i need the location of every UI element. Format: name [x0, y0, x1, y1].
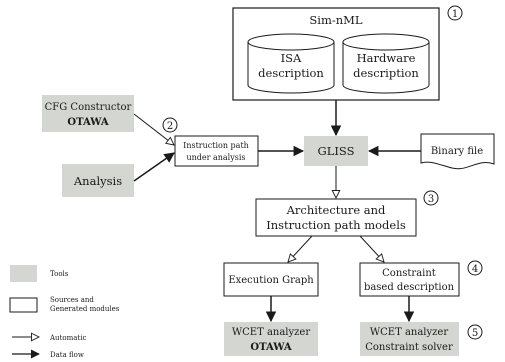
binary-file-document: Binary file [420, 133, 495, 170]
arrow-arch-to-execgraph [288, 235, 313, 262]
isa-line1: ISA [281, 51, 302, 65]
cfg-line1: CFG Constructor [45, 102, 132, 113]
legend-automatic-label: Automatic [49, 334, 86, 342]
legend-dataflow: Data flow [12, 349, 84, 359]
wcet-cs-badge: 5 [467, 324, 483, 340]
legend-sources-line1: Sources and [50, 296, 94, 304]
legend: Tools Sources and Generated modules Auto… [9, 265, 120, 359]
constraint-description-box: Constraint based description [359, 262, 460, 297]
wcet-otawa-tool: WCET analyzer OTAWA [224, 322, 318, 356]
constraint-line1: Constraint [382, 268, 436, 279]
binary-label: Binary file [431, 146, 483, 157]
instruction-path-box: Instruction path under analysis [174, 135, 259, 167]
arrow-arch-to-constraint [359, 235, 384, 262]
gliss-label: GLISS [318, 144, 355, 158]
hardware-description-cylinder: Hardware description [342, 33, 430, 94]
arch-line1: Architecture and [286, 203, 386, 217]
cfg-line2: OTAWA [67, 117, 108, 128]
wcet-constraint-solver-tool: WCET analyzer Constraint solver [360, 322, 459, 356]
architecture-badge: 3 [423, 190, 439, 206]
arrow-analysis-to-instrpath [133, 152, 175, 182]
svg-text:5: 5 [472, 328, 478, 339]
instr-path-line2: under analysis [186, 153, 245, 162]
wcet-cs-line2: Constraint solver [365, 342, 453, 353]
hardware-line1: Hardware [357, 51, 416, 65]
arrow-cfg-to-instrpath [133, 113, 174, 145]
arch-line2: Instruction path models [266, 218, 406, 232]
architecture-models-box: Architecture and Instruction path models [255, 198, 417, 237]
legend-tools: Tools [10, 265, 69, 282]
execution-graph-box: Execution Graph [223, 262, 319, 297]
legend-sources-line2: Generated modules [50, 305, 120, 313]
isa-description-cylinder: ISA description [247, 33, 335, 94]
cfg-constructor-tool: CFG Constructor OTAWA [42, 95, 134, 132]
svg-text:2: 2 [167, 121, 173, 132]
svg-text:4: 4 [472, 264, 478, 275]
exec-graph-label: Execution Graph [228, 275, 314, 286]
hardware-line2: description [353, 66, 419, 80]
legend-sources: Sources and Generated modules [9, 296, 120, 313]
simnml-badge: 1 [447, 5, 463, 21]
constraint-badge: 4 [467, 260, 483, 276]
analysis-label: Analysis [73, 174, 122, 188]
wcet-cs-line1: WCET analyzer [370, 327, 448, 338]
analysis-tool: Analysis [62, 164, 134, 197]
instruction-path-badge: 2 [162, 117, 178, 133]
constraint-line2: based description [364, 282, 455, 293]
arrows [133, 100, 421, 323]
legend-dataflow-label: Data flow [50, 351, 84, 359]
svg-text:3: 3 [428, 194, 434, 205]
isa-line2: description [258, 66, 324, 80]
wcet-otawa-line2: OTAWA [250, 342, 291, 353]
gliss-tool: GLISS [304, 136, 368, 166]
svg-text:1: 1 [452, 9, 458, 20]
legend-tools-label: Tools [50, 270, 69, 278]
simnml-title: Sim-nML [309, 13, 363, 27]
wcet-otawa-line1: WCET analyzer [232, 327, 310, 338]
legend-automatic: Automatic [12, 334, 86, 342]
instr-path-line1: Instruction path [183, 141, 249, 150]
